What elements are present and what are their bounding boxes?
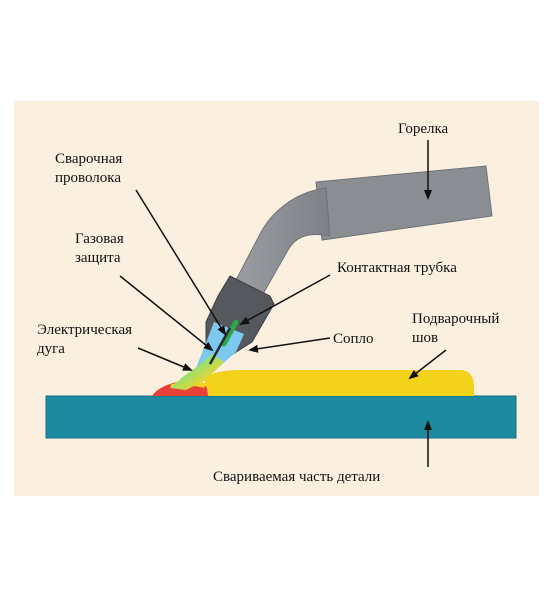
torch-neck: [235, 187, 331, 295]
contact-tube: [221, 319, 239, 347]
label-electric-arc: Электрическая дуга: [37, 322, 133, 357]
arrow-contact-tube: [239, 274, 331, 325]
label-nozzle: Сопло: [333, 331, 374, 347]
label-welding-wire: Сварочная проволока: [55, 151, 123, 186]
welding-wire: [208, 327, 232, 365]
label-torch: Горелка: [398, 121, 449, 137]
workpiece: [45, 395, 517, 439]
torch-handle: [315, 165, 493, 241]
arrow-nozzle: [248, 337, 331, 353]
label-weld-seam: Подварочный шов: [412, 311, 500, 346]
label-workpiece: Свариваемая часть детали: [213, 469, 381, 485]
arrow-arc: [137, 347, 193, 371]
arrow-gas-shield: [119, 275, 214, 352]
arrow-weld-seam: [408, 349, 447, 380]
weld-bead: [205, 370, 474, 396]
label-contact-tube: Контактная трубка: [337, 260, 457, 276]
label-gas-shield: Газовая защита: [75, 231, 124, 266]
arrow-wire: [135, 189, 227, 336]
